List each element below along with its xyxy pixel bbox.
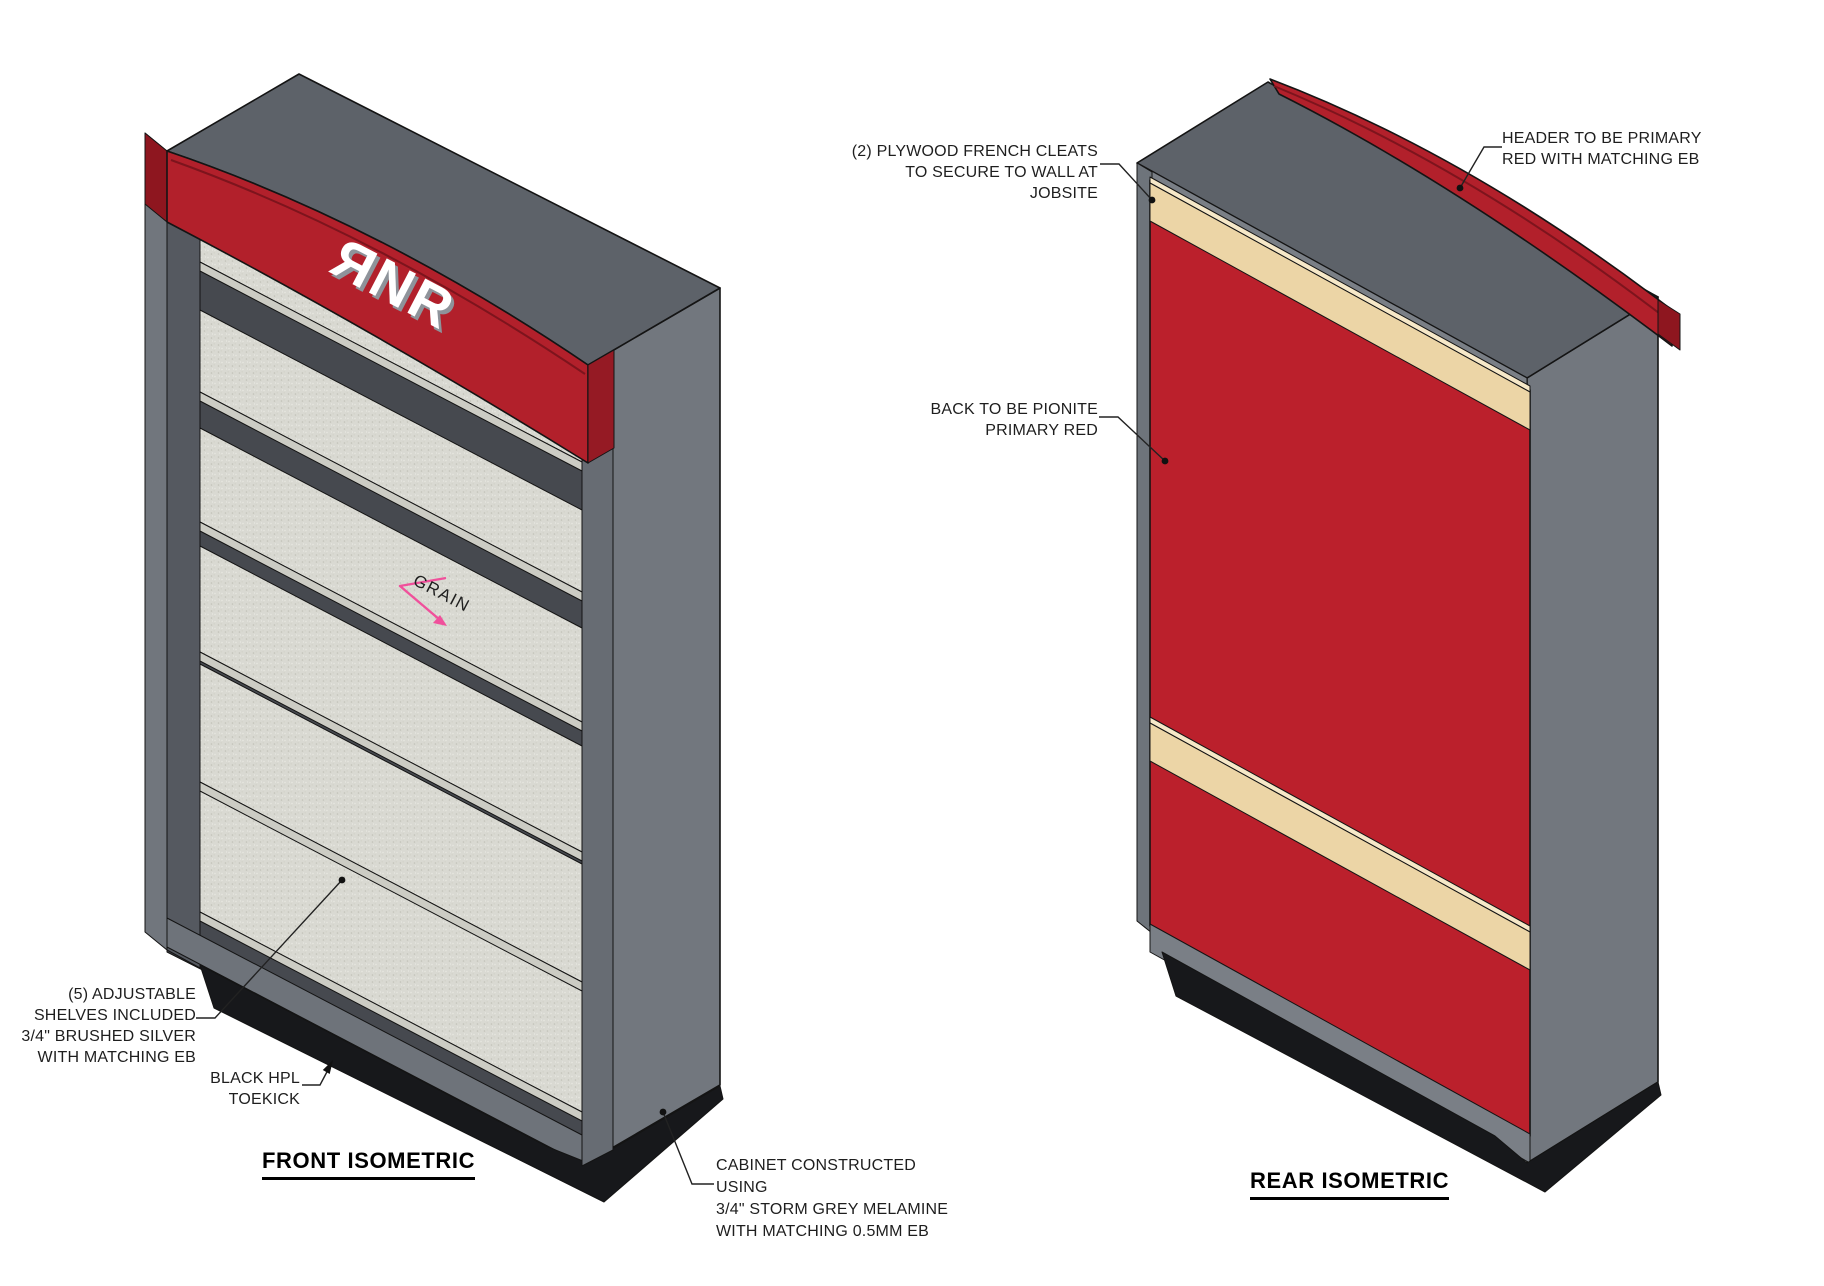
french-cleat-lower [1149,716,1531,971]
front-right-gable-edge [581,441,614,1167]
note-french-cleats: (2) PLYWOOD FRENCH CLEATS TO SECURE TO W… [851,143,1098,202]
front-left-edge [144,132,168,951]
front-leaders [196,876,714,1185]
front-toekick [199,964,724,1203]
rear-side-panel [1526,296,1659,1164]
rear-leaders [1099,146,1502,465]
rear-cabinet [1099,78,1681,1193]
note-black-hpl-toekick: BLACK HPL TOEKICK [210,1070,300,1108]
note-header-red: HEADER TO BE PRIMARY RED WITH MATCHING E… [1502,130,1702,168]
front-view-title: FRONT ISOMETRIC [262,1148,476,1180]
note-adjustable-shelves: (5) ADJUSTABLE SHELVES INCLUDED 3/4" BRU… [21,986,196,1066]
front-cabinet: GRAIN ЯNR ЯNR [144,73,724,1203]
front-interior-left-wall [166,204,201,969]
rear-toekick [1161,951,1662,1193]
grain-arrow [398,576,447,626]
rear-header [1269,78,1681,351]
french-cleat-top [1149,176,1531,431]
note-back-pionite: BACK TO BE PIONITE PRIMARY RED [930,401,1098,439]
front-header [144,132,615,464]
rear-view-title: REAR ISOMETRIC [1250,1168,1450,1200]
note-cabinet-construction: CABINET CONSTRUCTED USING 3/4" STORM GRE… [716,1157,949,1240]
